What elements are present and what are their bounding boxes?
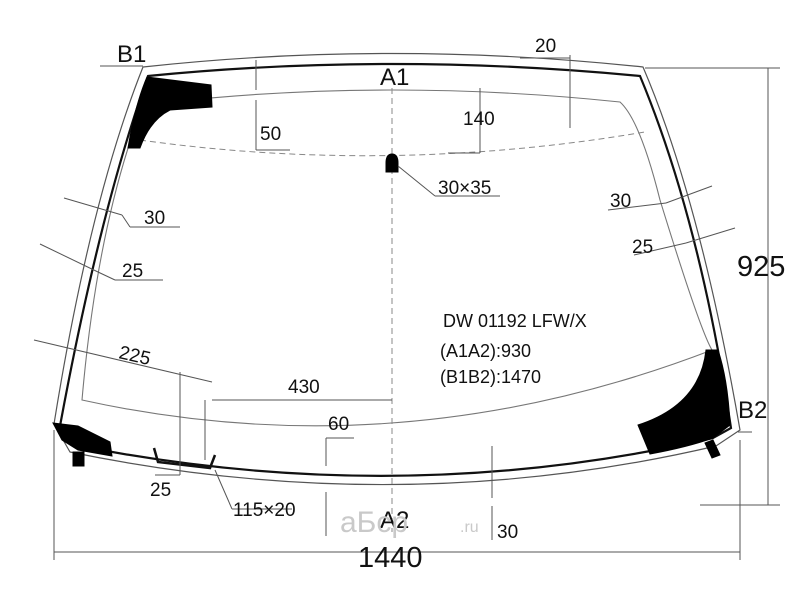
clip-bottom-right: [704, 439, 721, 459]
dim-top-left-band: 50: [260, 124, 281, 145]
dim-right-inner: 30: [610, 191, 631, 212]
label-a1: A1: [380, 64, 409, 91]
dim-total-width: 1440: [358, 542, 423, 574]
dim-total-height: 925: [737, 251, 785, 283]
dim-bottom-edge: 30: [497, 522, 518, 543]
dim-bottom-band: 60: [328, 414, 349, 435]
dim-mirror-pad: 30×35: [438, 178, 491, 199]
part-code: DW 01192 LFW/X: [443, 311, 587, 331]
dim-right-outer: 25: [632, 237, 653, 258]
glass-outline: [53, 52, 741, 486]
label-b2: B2: [738, 397, 767, 424]
dimension-lines: [33, 55, 780, 560]
dim-left-inner: 30: [144, 208, 165, 229]
black-corner-bottom-left: [52, 422, 113, 457]
black-corner-bottom-right: [637, 349, 731, 455]
dim-bottom-left: 25: [150, 480, 171, 501]
dim-bottom-center: 430: [288, 377, 320, 398]
mirror-pad: [385, 153, 399, 173]
dim-top-band: 140: [463, 109, 495, 130]
diagonal-a1a2: (A1A2):930: [440, 341, 531, 361]
dim-bracket: 115×20: [233, 500, 296, 521]
bracket-outline: [152, 447, 217, 470]
label-a2: A2: [380, 507, 409, 534]
dim-corner-offset: 225: [117, 342, 153, 370]
black-corner-top-left: [127, 76, 213, 149]
label-b1: B1: [117, 41, 146, 68]
dim-left-outer: 25: [122, 261, 143, 282]
diagonal-b1b2: (B1B2):1470: [440, 367, 541, 387]
watermark-brand: aБcp: [340, 506, 408, 539]
inner-band-line: [81, 89, 713, 427]
clip-bottom-left: [72, 451, 85, 467]
watermark-suffix: .ru: [460, 519, 479, 536]
dim-top-offset: 20: [535, 36, 556, 57]
